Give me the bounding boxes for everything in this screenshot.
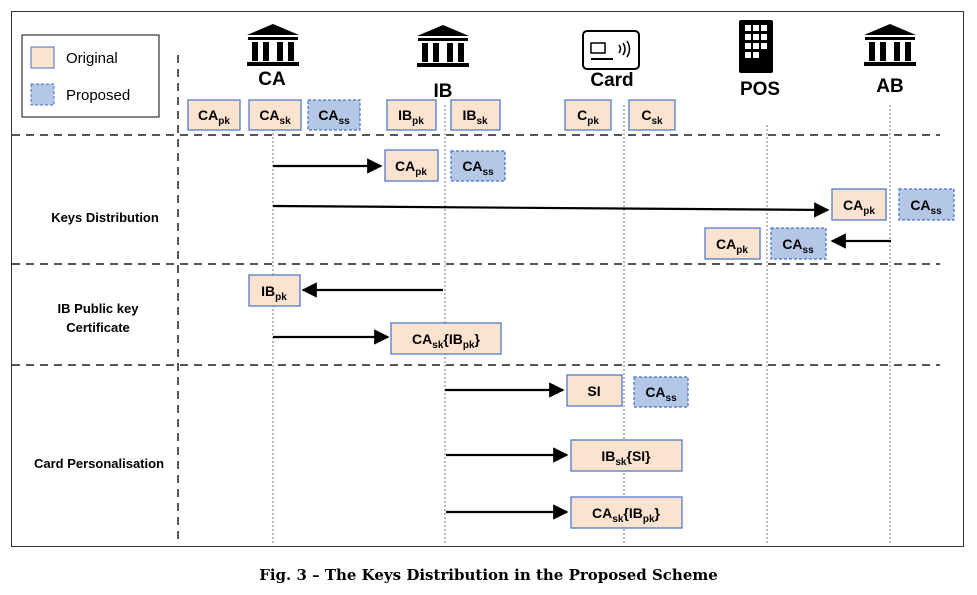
- key-box-ca-pk: CApk: [187, 99, 241, 131]
- arrow-ca-to-ab: [272, 202, 830, 218]
- section-label-card-personalisation: Card Personalisation: [34, 456, 164, 471]
- section-label-ib-cert-line2: Certificate: [66, 320, 130, 335]
- svg-text:IBpk: IBpk: [398, 107, 424, 127]
- svg-text:CAss: CAss: [782, 236, 814, 256]
- svg-text:CApk: CApk: [198, 107, 230, 127]
- legend-original-label: Original: [66, 50, 118, 67]
- svg-text:CAsk: CAsk: [259, 107, 291, 127]
- svg-text:CAsk{IBpk}: CAsk{IBpk}: [412, 331, 480, 351]
- pos-terminal-icon: [739, 20, 773, 73]
- svg-text:IBsk: IBsk: [462, 107, 488, 127]
- legend: Original Proposed: [21, 34, 160, 118]
- key-box-ib-signed-si: IBsk{SI}: [570, 439, 683, 472]
- svg-text:Cpk: Cpk: [577, 107, 599, 127]
- svg-text:CApk: CApk: [395, 158, 427, 178]
- key-box-ca-pk-at-pos: CApk: [704, 227, 761, 260]
- key-box-ca-ss-at-card: CAss: [633, 376, 689, 408]
- bank-icon: [864, 24, 916, 66]
- key-box-ib-pk-at-ca: IBpk: [248, 274, 301, 307]
- key-box-ca-ss: CAss: [307, 99, 361, 131]
- entity-ib-label: IB: [434, 81, 453, 102]
- svg-text:CAsk{IBpk}: CAsk{IBpk}: [592, 505, 660, 525]
- entity-pos-label: POS: [740, 79, 780, 100]
- section-label-keys-distribution: Keys Distribution: [51, 210, 159, 225]
- key-box-ca-ss-at-ab: CAss: [898, 188, 955, 221]
- entity-card-label: Card: [590, 70, 633, 91]
- contactless-card-icon: [582, 30, 640, 70]
- key-box-si: SI: [566, 374, 623, 407]
- legend-proposed-swatch: [30, 83, 55, 106]
- legend-original-swatch: [30, 46, 55, 69]
- keys-distribution-diagram: Original Proposed CA IB Card: [12, 20, 955, 545]
- svg-text:SI: SI: [587, 383, 600, 399]
- svg-text:CAss: CAss: [462, 158, 494, 178]
- figure-frame: [11, 11, 964, 547]
- svg-text:CApk: CApk: [843, 197, 875, 217]
- key-box-ca-pk-at-ib: CApk: [384, 149, 439, 182]
- bank-icon: [417, 25, 469, 67]
- bank-icon: [247, 24, 299, 66]
- figure-caption: Fig. 3 – The Keys Distribution in the Pr…: [259, 566, 718, 584]
- key-box-ib-pk: IBpk: [386, 99, 437, 131]
- legend-proposed-label: Proposed: [66, 87, 130, 104]
- svg-text:CAss: CAss: [910, 197, 942, 217]
- svg-text:CAss: CAss: [318, 107, 350, 127]
- entity-ca-label: CA: [258, 69, 286, 90]
- key-box-ca-pk-at-ab: CApk: [831, 188, 887, 221]
- key-box-c-sk: Csk: [628, 99, 676, 131]
- key-box-ca-ss-at-ib: CAss: [450, 150, 506, 182]
- svg-text:CAss: CAss: [645, 384, 677, 404]
- svg-text:IBpk: IBpk: [261, 283, 287, 303]
- key-box-ca-sk: CAsk: [248, 99, 302, 131]
- section-label-ib-cert-line1: IB Public key: [58, 301, 140, 316]
- entity-ab-label: AB: [876, 76, 903, 97]
- key-box-c-pk: Cpk: [564, 99, 612, 131]
- key-box-ib-sk: IBsk: [450, 99, 501, 131]
- key-box-ib-certificate: CAsk{IBpk}: [390, 322, 502, 355]
- svg-text:Csk: Csk: [641, 107, 663, 127]
- key-box-ib-certificate-at-card: CAsk{IBpk}: [570, 496, 683, 529]
- svg-text:CApk: CApk: [716, 236, 748, 256]
- key-box-ca-ss-at-pos: CAss: [770, 227, 827, 260]
- svg-text:IBsk{SI}: IBsk{SI}: [601, 448, 651, 468]
